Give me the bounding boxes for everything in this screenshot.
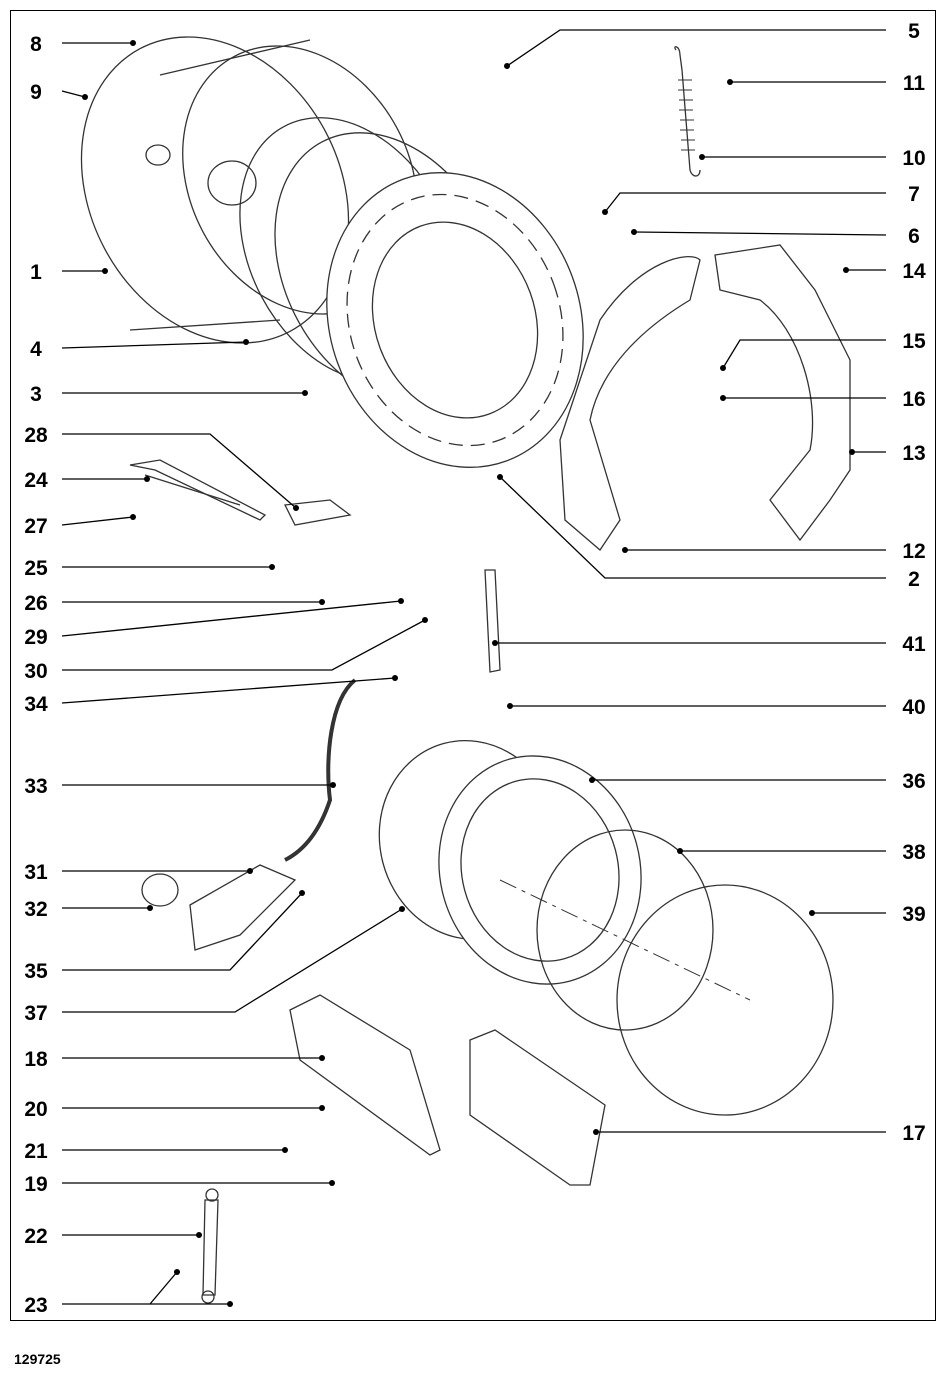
callout-number: 6 — [908, 225, 920, 248]
callout-number: 15 — [902, 330, 926, 353]
callout-number: 4 — [30, 338, 42, 361]
callout-number: 37 — [24, 1002, 47, 1025]
part-hose-41 — [484, 569, 501, 673]
part-outer-tub — [80, 36, 418, 344]
callout-number: 8 — [30, 33, 42, 56]
part-spring — [674, 46, 701, 177]
callout-number: 2 — [908, 568, 920, 591]
callout-number: 27 — [24, 515, 47, 538]
callout-number: 23 — [24, 1294, 47, 1317]
callout-number: 39 — [902, 903, 925, 926]
document-id: 129725 — [14, 1351, 61, 1367]
callout-number: 33 — [24, 775, 47, 798]
callout-number: 14 — [902, 260, 926, 283]
callout-number: 38 — [902, 841, 926, 864]
part-clamp-39 — [616, 884, 834, 1116]
callout-number: 10 — [902, 147, 925, 170]
callout-number: 11 — [903, 72, 926, 95]
part-shock-bottom-eye — [201, 1290, 215, 1304]
callout-number: 20 — [24, 1098, 47, 1121]
callout-number: 30 — [24, 660, 47, 683]
callout-number: 28 — [24, 424, 48, 447]
callout-number: 9 — [30, 81, 42, 104]
axis-line — [499, 879, 751, 1001]
part-shock-top-eye — [205, 1188, 219, 1202]
part-shock-absorber — [202, 1199, 219, 1296]
callout-number: 25 — [24, 557, 48, 580]
callout-number: 13 — [902, 442, 925, 465]
part-heater-line — [144, 474, 241, 506]
callout-leaders — [61, 29, 887, 1305]
callout-number: 26 — [24, 592, 47, 615]
callout-number: 31 — [24, 861, 48, 884]
callout-number: 29 — [24, 626, 47, 649]
part-shell-13 — [714, 244, 851, 542]
parts-illustration — [80, 36, 851, 1304]
part-front-ring — [326, 172, 584, 468]
part-shell-12 — [559, 256, 701, 551]
part-hose-33 — [284, 678, 357, 862]
part-bracket-28 — [284, 499, 352, 526]
callout-number: 41 — [902, 633, 926, 656]
callout-number: 24 — [24, 469, 48, 492]
part-clamp-38 — [536, 829, 714, 1031]
callout-number: 18 — [24, 1048, 48, 1071]
callout-number: 5 — [908, 20, 920, 43]
part-bracket-18 — [289, 994, 441, 1156]
callout-number: 36 — [902, 770, 925, 793]
callout-number: 22 — [24, 1225, 47, 1248]
spring-coils — [678, 79, 695, 151]
callout-numbers: 1234567891011121314151617181920212223242… — [24, 20, 926, 1317]
part-plate-17 — [469, 1029, 606, 1186]
callout-number: 12 — [902, 540, 925, 563]
part-heater — [129, 459, 267, 521]
callout-number: 3 — [30, 383, 42, 406]
callout-number: 16 — [902, 388, 925, 411]
callout-number: 35 — [24, 960, 48, 983]
callout-number: 34 — [24, 693, 48, 716]
callout-number: 17 — [902, 1122, 925, 1145]
callout-number: 32 — [24, 898, 47, 921]
callout-dots — [82, 40, 855, 1307]
part-seal-32 — [141, 873, 179, 907]
diagram-frame — [10, 10, 936, 1321]
callout-number: 40 — [902, 696, 925, 719]
callout-number: 1 — [30, 261, 42, 284]
callout-number: 19 — [24, 1173, 47, 1196]
part-pump — [189, 864, 297, 951]
callout-number: 7 — [908, 183, 920, 206]
callout-number: 21 — [24, 1140, 48, 1163]
part-inner-drum — [378, 739, 642, 985]
